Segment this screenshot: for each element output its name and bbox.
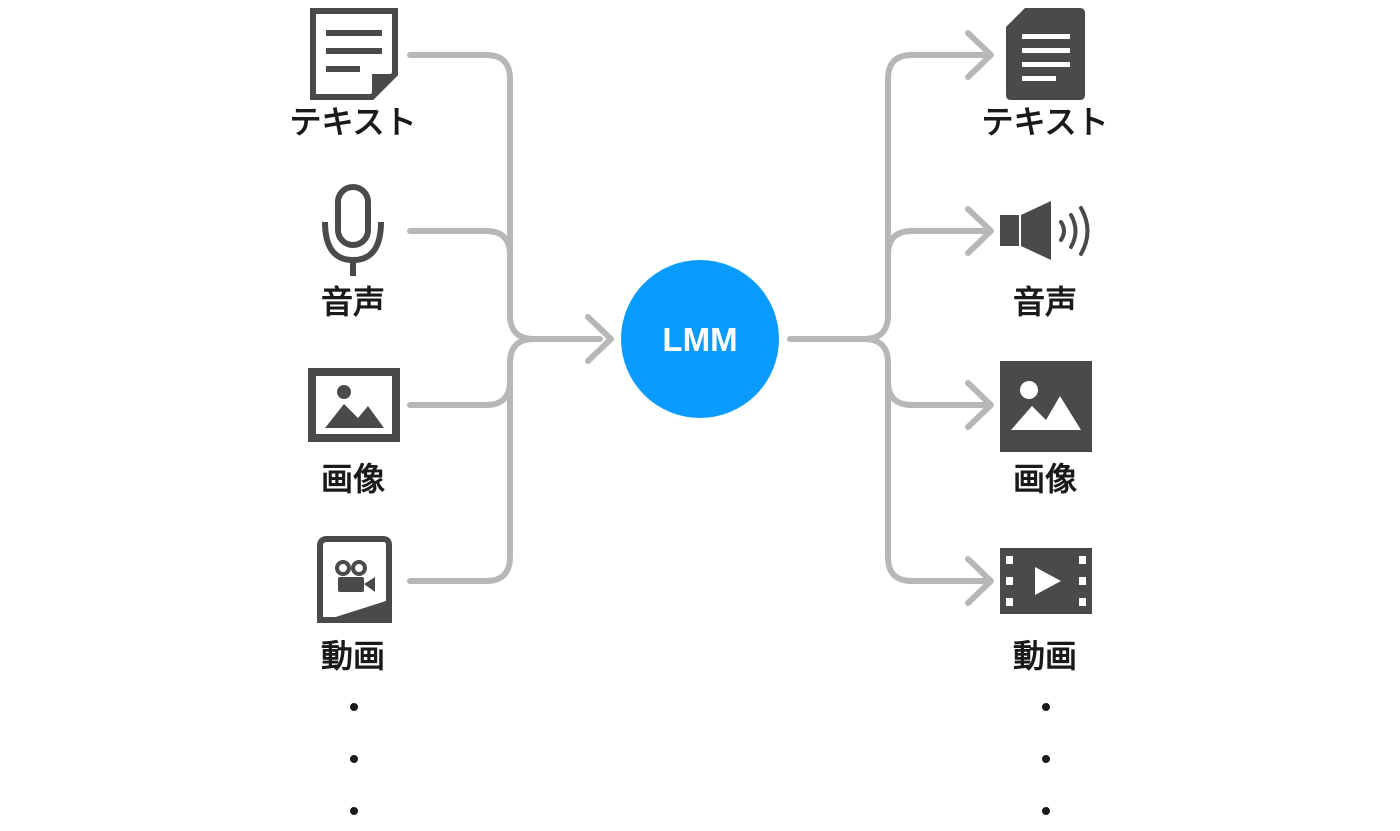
connector-input-image: [407, 336, 537, 408]
output-audio: 音声: [1000, 201, 1090, 321]
lmm-circle: [621, 260, 779, 418]
input-audio: 音声: [321, 184, 385, 321]
ellipsis-dot: [1042, 807, 1050, 815]
microphone-icon: [322, 184, 384, 276]
input-label-audio: 音声: [321, 283, 385, 321]
connector-output-lower: [861, 336, 991, 584]
output-connectors: [787, 30, 994, 606]
ellipsis-dot: [350, 755, 358, 763]
arrowhead-to-lmm: [585, 314, 614, 364]
input-label-image: 画像: [321, 460, 385, 498]
output-label-audio: 音声: [1013, 283, 1077, 321]
input-text: テキスト: [289, 8, 417, 141]
connector-output-audio: [885, 228, 991, 258]
input-label-video: 動画: [321, 637, 385, 675]
input-image: 画像: [308, 368, 400, 498]
input-connectors: [407, 52, 614, 584]
document-icon: [1006, 8, 1085, 100]
speaker-icon: [1000, 201, 1090, 260]
ellipsis-dot: [1042, 755, 1050, 763]
document-icon: [310, 8, 398, 100]
output-label-text: テキスト: [981, 103, 1108, 141]
film-play-icon: [1000, 548, 1092, 614]
connector-output-trunk: [787, 52, 991, 342]
ellipsis-dot: [1042, 703, 1050, 711]
arrowhead-output-image: [965, 380, 994, 430]
ellipsis-dot: [350, 703, 358, 711]
connector-input-video: [407, 360, 513, 584]
input-ellipsis: [350, 703, 358, 815]
arrowhead-output-video: [965, 556, 994, 606]
output-video: 動画: [1000, 548, 1092, 675]
video-file-icon: [317, 536, 392, 623]
connector-output-image: [885, 378, 991, 408]
output-label-image: 画像: [1013, 460, 1077, 498]
ellipsis-dot: [350, 807, 358, 815]
output-label-video: 動画: [1013, 637, 1077, 675]
lmm-label: LMM: [662, 321, 737, 358]
output-ellipsis: [1042, 703, 1050, 815]
arrowhead-output-text: [965, 30, 994, 80]
output-image: 画像: [1000, 361, 1092, 498]
connector-input-text: [407, 52, 603, 342]
output-text: テキスト: [981, 8, 1109, 141]
image-icon: [308, 368, 400, 442]
connector-input-audio: [407, 228, 513, 318]
arrowhead-output-audio: [965, 206, 994, 256]
image-icon: [1000, 361, 1092, 452]
input-label-text: テキスト: [289, 103, 416, 141]
input-video: 動画: [317, 536, 392, 675]
lmm-node: LMM: [621, 260, 779, 418]
